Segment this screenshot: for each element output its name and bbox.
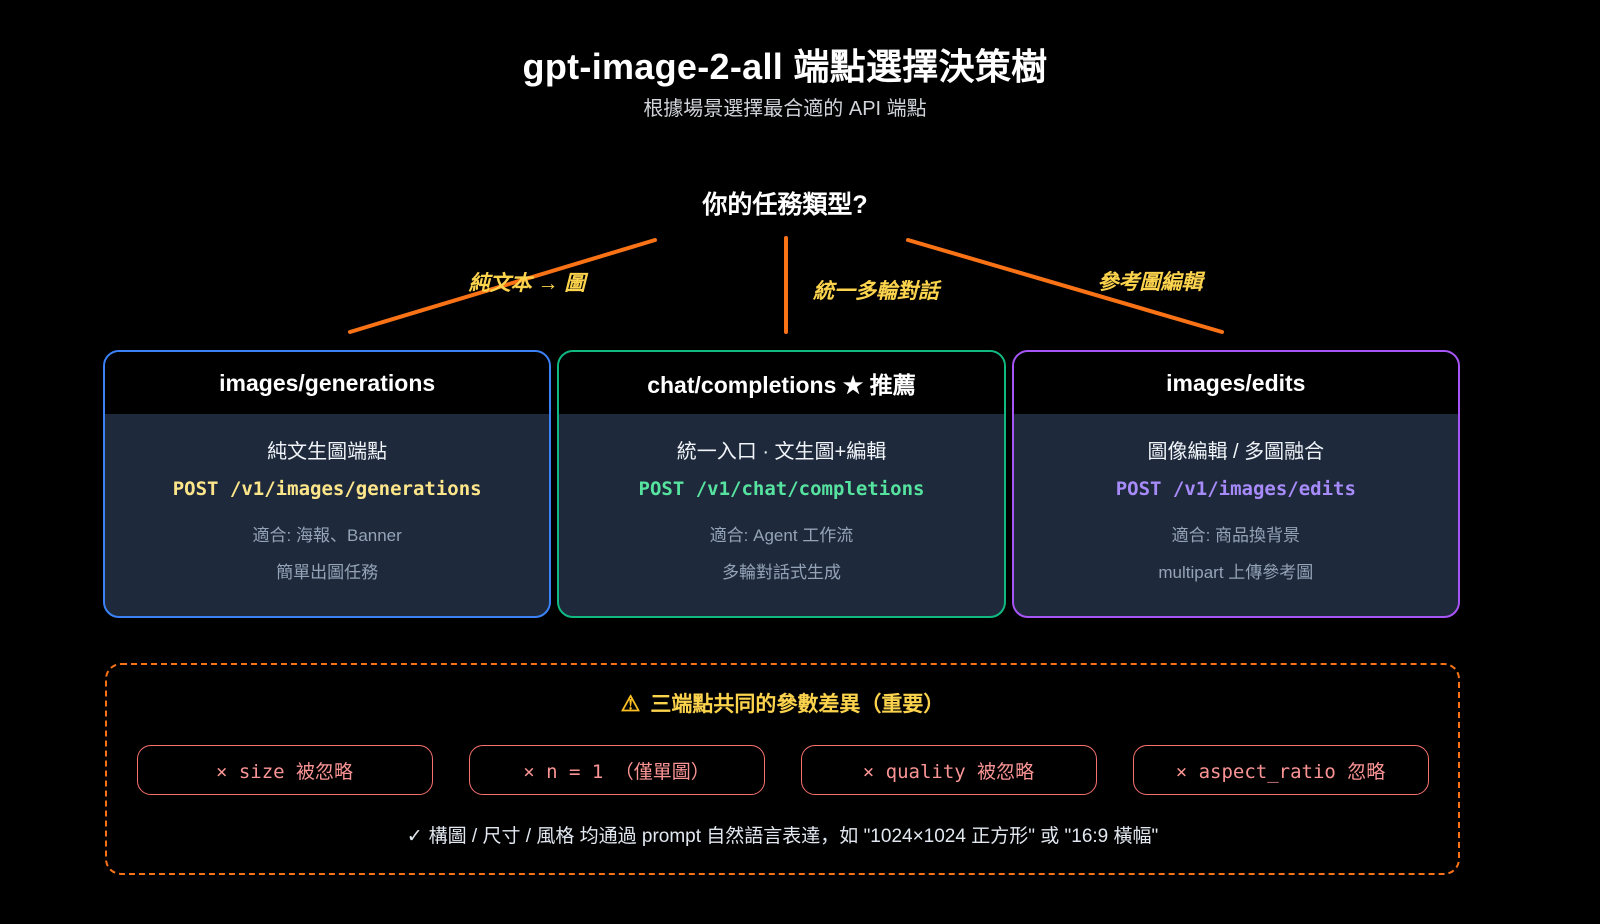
root-question: 你的任務類型? (702, 191, 868, 219)
card-summary: 圖像編輯 / 多圖融合 (1147, 441, 1325, 463)
card-title: images/edits (1166, 369, 1306, 396)
pill-aspect-ratio-ignored: × aspect_ratio 忽略 (1132, 745, 1429, 795)
card-images-edits: images/edits 圖像編輯 / 多圖融合 POST /v1/images… (1011, 350, 1460, 618)
branch-label-reference-edit: 參考圖編輯 (1097, 271, 1203, 294)
card-body: 純文生圖端點 POST /v1/images/generations 適合: 海… (105, 414, 549, 583)
card-endpoint: POST /v1/images/generations (172, 478, 482, 500)
prompt-note-text: 構圖 / 尺寸 / 風格 均通過 prompt 自然語言表達，如 "1024×1… (428, 826, 1159, 847)
card-detail: 多輪對話式生成 (721, 563, 841, 582)
card-detail: 簡單出圖任務 (276, 563, 379, 582)
endpoint-cards-row: images/generations 純文生圖端點 POST /v1/image… (103, 350, 1460, 618)
card-chat-completions: chat/completions ★ 推薦 統一入口 · 文生圖+編輯 POST… (557, 350, 1006, 618)
card-title: chat/completions ★ 推薦 (647, 372, 916, 398)
card-use-case: 適合: 海報、Banner (252, 526, 402, 545)
card-body: 圖像編輯 / 多圖融合 POST /v1/images/edits 適合: 商品… (1014, 414, 1458, 583)
pill-quality-ignored: × quality 被忽略 (800, 745, 1097, 795)
check-icon: ✓ (406, 826, 423, 847)
page-title: gpt-image-2-all 端點選擇決策樹 (522, 46, 1048, 87)
card-summary: 純文生圖端點 (267, 441, 388, 463)
branch-line-left (348, 238, 657, 334)
pill-n-equals-1: × n = 1 （僅單圖） (468, 745, 765, 795)
card-use-case: 適合: 商品換背景 (1171, 526, 1301, 545)
pill-size-ignored: × size 被忽略 (136, 745, 433, 795)
card-detail: multipart 上傳參考圖 (1158, 563, 1314, 582)
card-use-case: 適合: Agent 工作流 (709, 526, 854, 545)
branch-connectors (348, 236, 1224, 334)
parameter-warning-panel: ⚠ 三端點共同的參數差異（重要） × size 被忽略 × n = 1 （僅單圖）… (105, 663, 1460, 875)
card-images-generations: images/generations 純文生圖端點 POST /v1/image… (103, 350, 552, 618)
card-endpoint: POST /v1/chat/completions (638, 478, 925, 500)
card-endpoint: POST /v1/images/edits (1115, 478, 1356, 500)
page-subtitle: 根據場景選擇最合適的 API 端點 (643, 98, 927, 120)
warning-title-text: 三端點共同的參數差異（重要） (650, 693, 945, 716)
card-title: images/generations (219, 369, 436, 396)
branch-label-text-to-image: 純文本 → 圖 (468, 272, 586, 295)
branch-line-right (906, 238, 1224, 334)
prompt-note: ✓構圖 / 尺寸 / 風格 均通過 prompt 自然語言表達，如 "1024×… (407, 821, 1159, 848)
branch-label-multi-turn-chat: 統一多輪對話 (813, 280, 939, 303)
card-header: images/edits (1013, 352, 1458, 414)
warning-triangle-icon: ⚠ (620, 691, 641, 716)
card-header: images/generations (105, 352, 550, 414)
warning-panel-title: ⚠ 三端點共同的參數差異（重要） (621, 688, 945, 718)
card-summary: 統一入口 · 文生圖+編輯 (676, 441, 887, 463)
card-header: chat/completions ★ 推薦 (559, 352, 1004, 414)
parameter-pills-row: × size 被忽略 × n = 1 （僅單圖） × quality 被忽略 ×… (136, 745, 1429, 795)
card-body: 統一入口 · 文生圖+編輯 POST /v1/chat/completions … (559, 414, 1003, 583)
